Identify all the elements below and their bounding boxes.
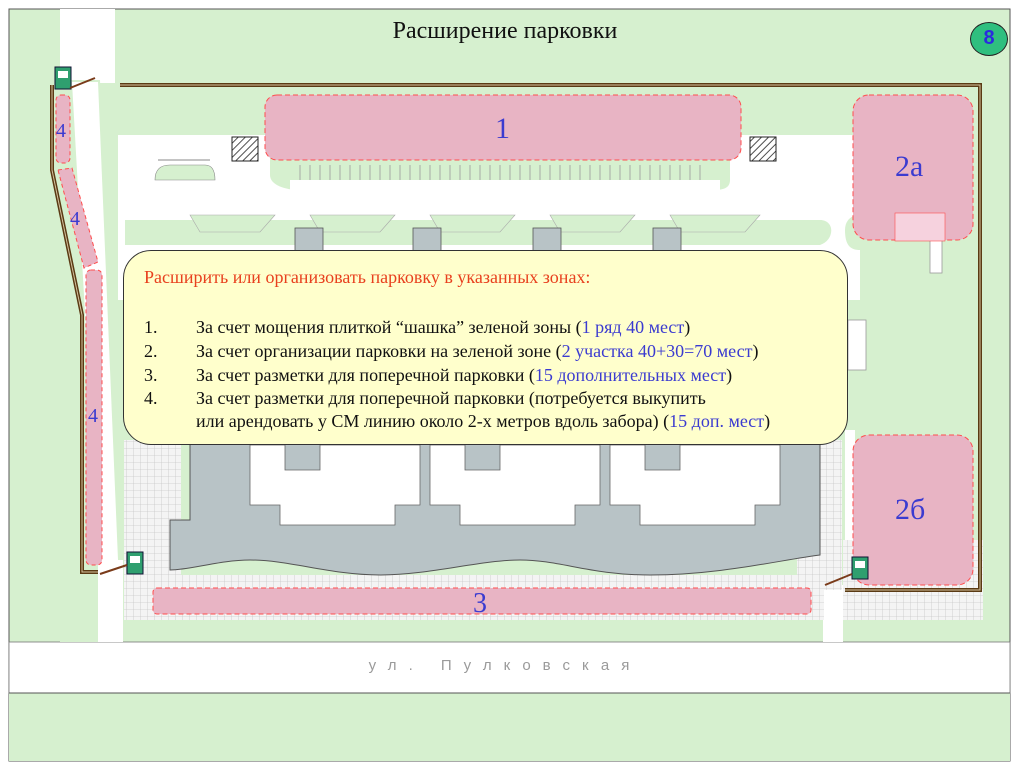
parking-zone-4c <box>85 269 103 566</box>
list-item: 3.За счет разметки для поперечной парков… <box>144 365 733 385</box>
zone-label-4: 4 <box>56 120 66 142</box>
zone-label-1: 1 <box>495 112 510 145</box>
list-item-continuation: или арендовать у СМ линию около 2-х метр… <box>196 411 771 431</box>
parking-zone-1 <box>264 94 742 161</box>
note-heading: Расширить или организовать парковку в ук… <box>144 267 591 287</box>
gate-booth-icon <box>54 66 96 90</box>
parking-zone-4b <box>57 167 99 269</box>
parking-zone-3 <box>152 587 812 615</box>
zone-label-3: 3 <box>473 588 487 619</box>
zone-label-4: 4 <box>70 208 80 230</box>
zone-label-4: 4 <box>88 405 98 427</box>
list-item: 4.За счет разметки для поперечной парков… <box>144 388 706 408</box>
parking-zone-4a <box>55 94 71 164</box>
gate-booth-icon <box>99 551 144 575</box>
list-item: 1.За счет мощения плиткой “шашка” зелено… <box>144 317 691 337</box>
page-title: Расширение парковки <box>392 18 618 44</box>
parking-zone-2a <box>852 94 974 241</box>
parking-zone-2b <box>852 434 974 586</box>
list-item: 2.За счет организации парковки на зелено… <box>144 341 759 361</box>
slide-number-badge: 8 <box>970 22 1008 56</box>
gate-booth-icon <box>824 556 869 586</box>
proposal-note: Расширить или организовать парковку в ук… <box>123 250 848 445</box>
street-label: ул. Пулковская <box>368 657 642 674</box>
zone-label-2a: 2а <box>895 150 924 183</box>
zone-label-2b: 2б <box>895 493 926 526</box>
